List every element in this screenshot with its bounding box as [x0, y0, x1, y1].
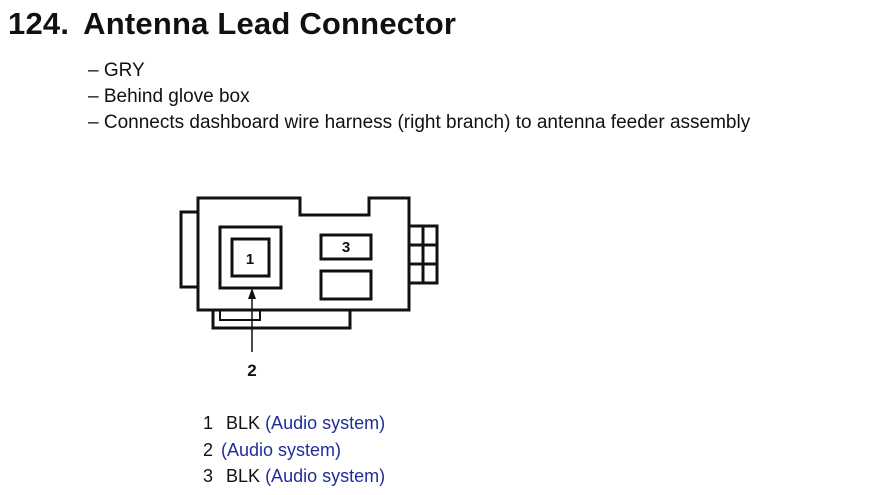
pin-row: 2 (Audio system): [203, 437, 385, 464]
pin-row: 3 BLK (Audio system): [203, 463, 385, 490]
callout-arrowhead: [248, 288, 256, 299]
callout-label: 2: [247, 361, 256, 380]
cavity-1-label: 1: [246, 251, 254, 268]
pin-wire-color: BLK: [226, 413, 261, 433]
cavity-3: [319, 233, 373, 261]
bottom-step: [219, 310, 261, 321]
pin-wire-color: BLK: [226, 466, 261, 486]
cavity-empty: [319, 269, 373, 301]
detail-connection: – Connects dashboard wire harness (right…: [88, 112, 751, 133]
page-title: 124. Antenna Lead Connector: [8, 6, 456, 42]
cavity-3-label: 3: [342, 239, 350, 256]
connector-name: Antenna Lead Connector: [83, 6, 457, 41]
cavity-1-outer: [218, 225, 283, 290]
left-latch: [179, 210, 198, 289]
detail-color: – GRY: [88, 60, 145, 81]
pin-circuit: (Audio system): [265, 466, 386, 486]
pin-row: 1 BLK (Audio system): [203, 410, 385, 437]
pin-number: 1: [203, 413, 214, 433]
pin-number: 3: [203, 466, 214, 486]
detail-location: – Behind glove box: [88, 86, 250, 107]
cavity-1-inner: [230, 237, 271, 278]
connector-number: 124.: [8, 6, 70, 41]
pin-list: 1 BLK (Audio system) 2 (Audio system) 3 B…: [203, 410, 385, 490]
pin-circuit: (Audio system): [265, 413, 386, 433]
bottom-tab: [211, 310, 352, 330]
pin-circuit: (Audio system): [221, 439, 342, 460]
connector-body: [196, 196, 411, 312]
connector-details: – GRY – Behind glove box – Connects dash…: [88, 58, 750, 136]
pin-number: 2: [203, 439, 214, 460]
right-stubs: [409, 224, 439, 285]
